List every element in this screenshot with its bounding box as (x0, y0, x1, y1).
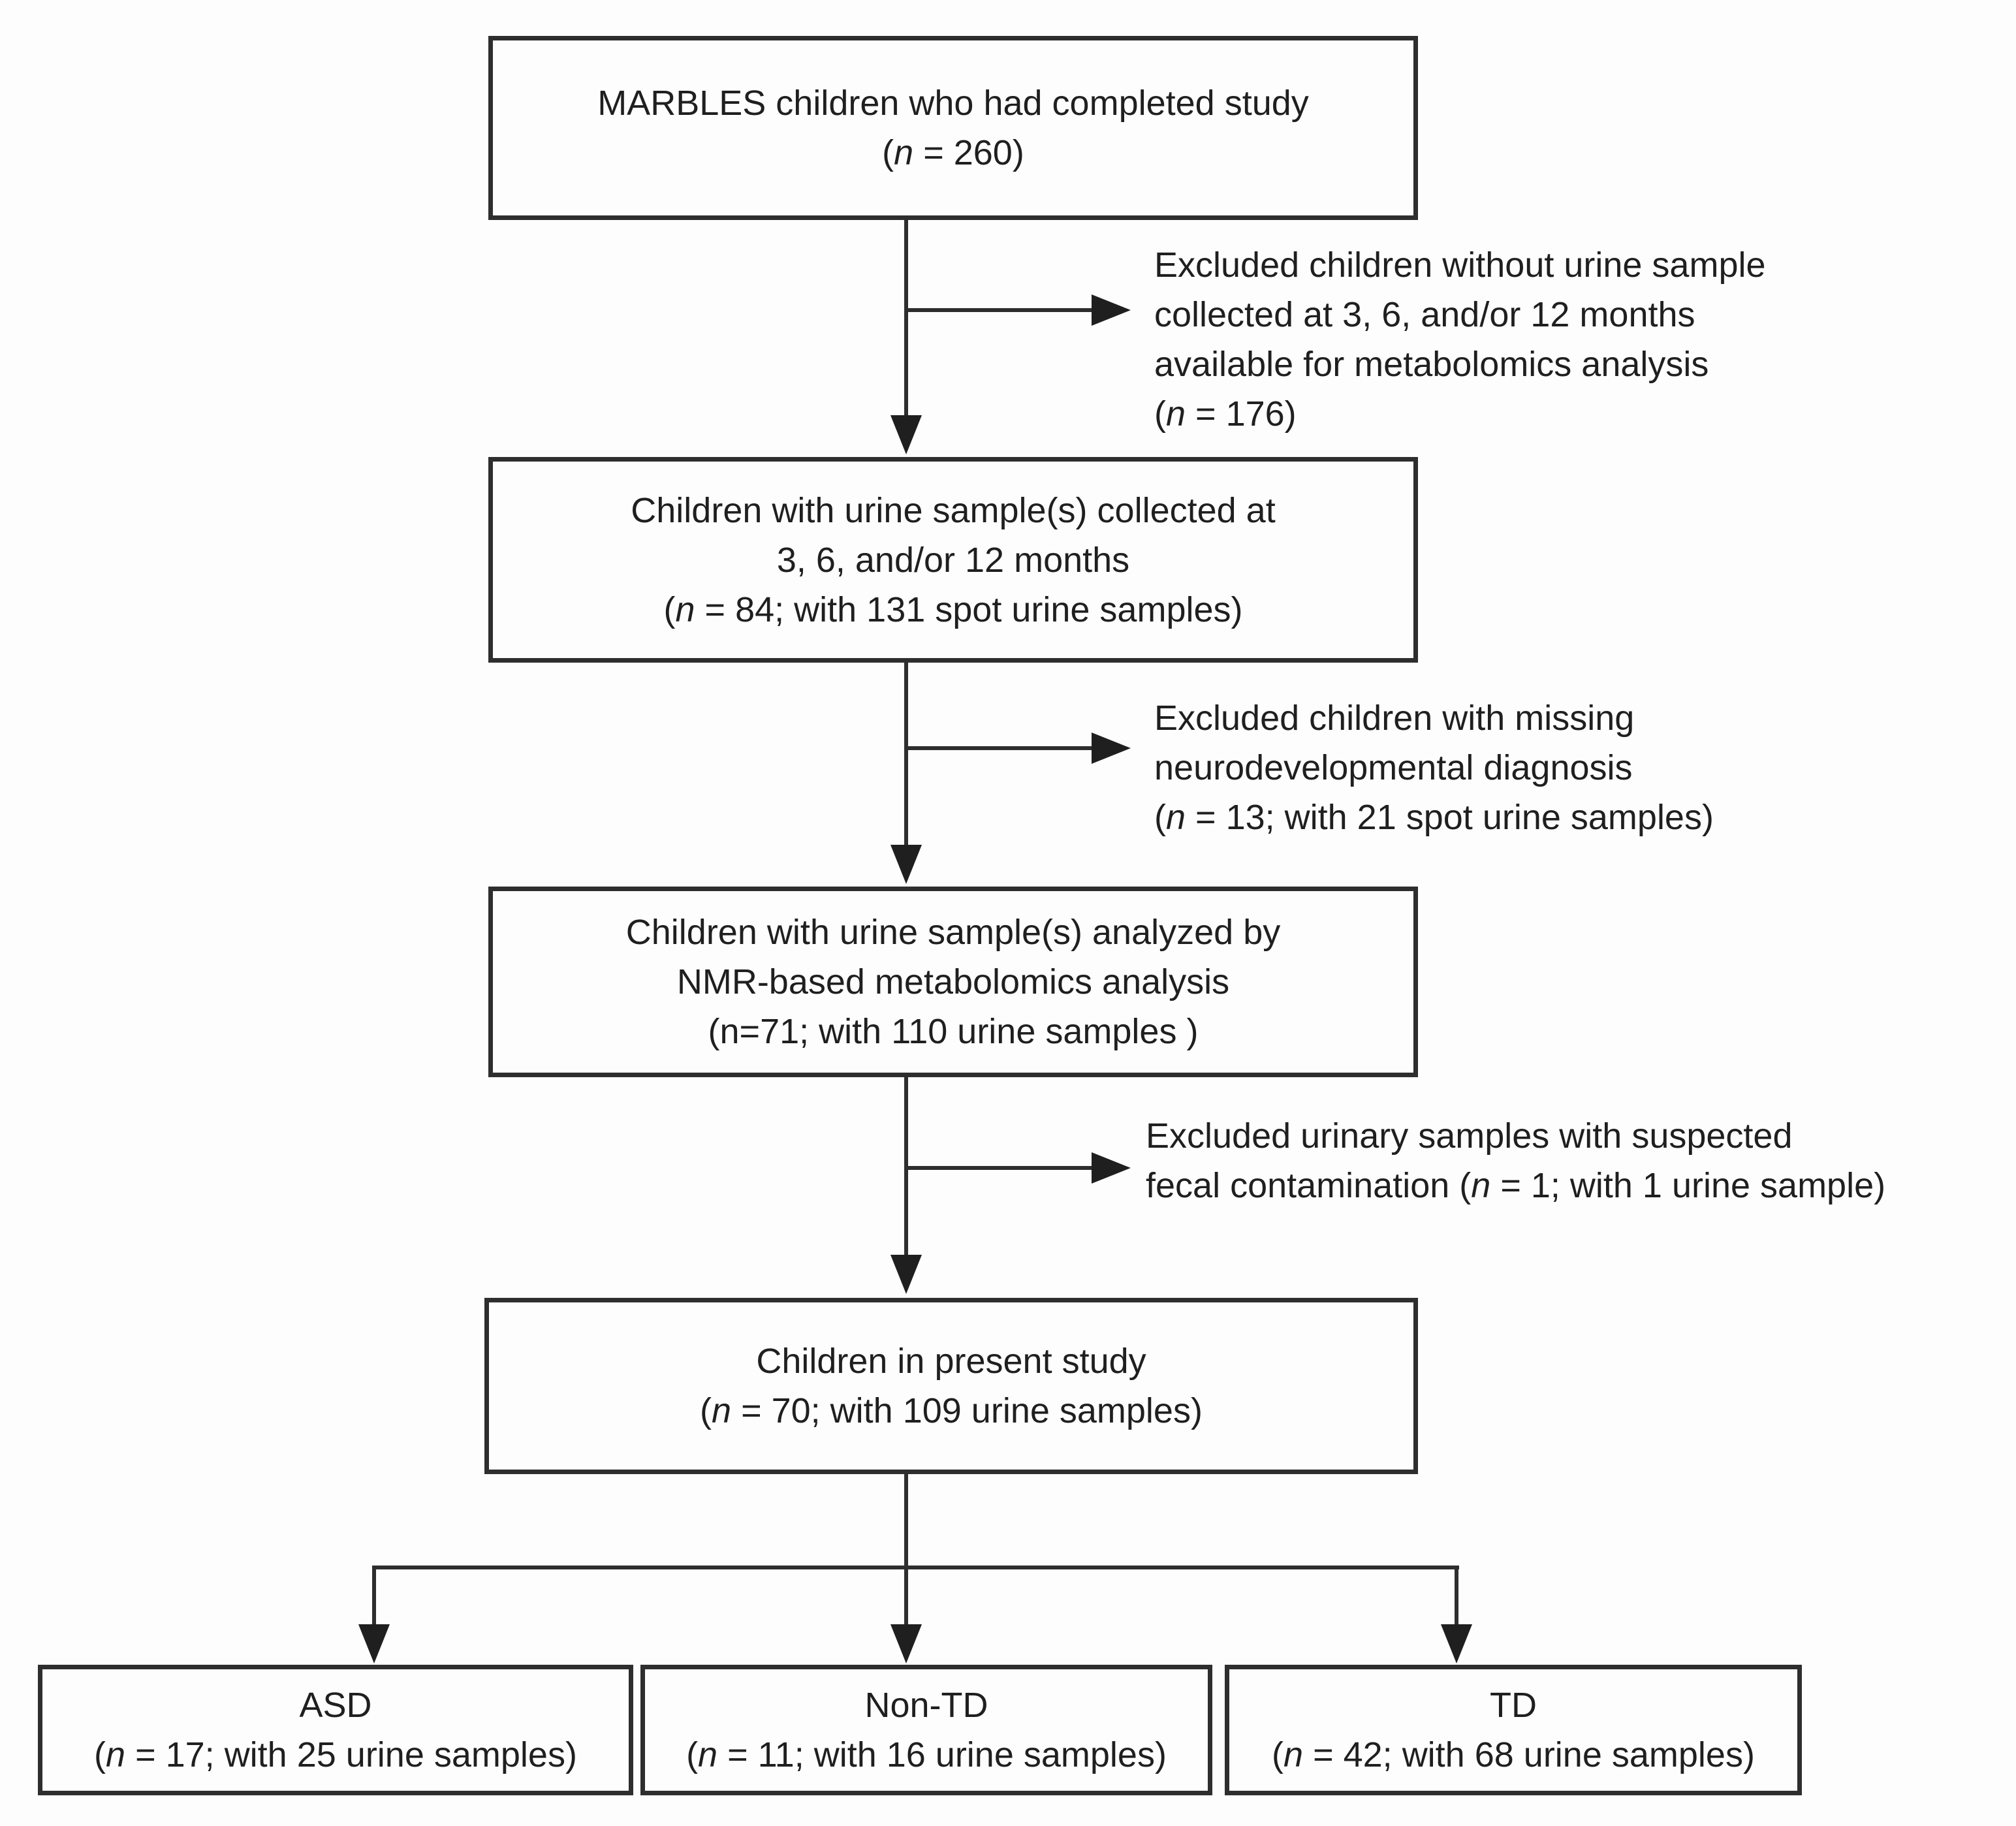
box-group-asd: ASD (n = 17; with 25 urine samples) (38, 1665, 633, 1795)
text-line: (n = 17; with 25 urine samples) (94, 1730, 577, 1780)
text-line: ASD (299, 1680, 371, 1730)
exclusion-text-missing-diagnosis: Excluded children with missing neurodevel… (1154, 693, 1714, 842)
text-line: MARBLES children who had completed study (597, 78, 1309, 128)
text-line: Children in present study (756, 1336, 1146, 1386)
text-run: ( (1154, 394, 1166, 433)
italic-n: n (712, 1391, 732, 1430)
text-line: Excluded children with missing (1154, 693, 1714, 743)
text-run: Children with urine sample(s) collected … (631, 490, 1276, 530)
arrow-head-right-2-icon (1092, 732, 1131, 764)
text-run: 3, 6, and/or 12 months (776, 540, 1130, 580)
text-line: TD (1490, 1680, 1537, 1730)
text-run: ( (1272, 1735, 1284, 1774)
italic-n: n (698, 1735, 718, 1774)
arrow-head-down-1-icon (890, 415, 922, 454)
text-run: = 260) (913, 133, 1024, 172)
text-line: 3, 6, and/or 12 months (777, 535, 1129, 585)
arrow-head-right-1-icon (1092, 294, 1131, 326)
text-line: neurodevelopmental diagnosis (1154, 743, 1714, 793)
text-line: available for metabolomics analysis (1154, 339, 1766, 389)
text-run: = 13; with 21 spot urine samples) (1186, 798, 1714, 837)
text-line: Non-TD (864, 1680, 988, 1730)
text-run: Children with urine sample(s) analyzed b… (625, 913, 1281, 952)
italic-n: n (1471, 1166, 1491, 1205)
exclusion-arrow-line-3 (904, 1166, 1094, 1170)
exclusion-text-no-urine-sample: Excluded children without urine sample co… (1154, 240, 1766, 439)
text-run: fecal contamination ( (1146, 1166, 1472, 1205)
arrow-head-down-non-td-icon (890, 1624, 922, 1663)
box-present-study: Children in present study (n = 70; with 1… (484, 1298, 1418, 1474)
text-line: (n = 84; with 131 spot urine samples) (664, 585, 1243, 635)
text-run: ( (94, 1735, 106, 1774)
text-run: ASD (299, 1686, 372, 1725)
connector-line-2 (904, 663, 908, 847)
text-run: Excluded children with missing (1154, 699, 1635, 738)
italic-n: n (1284, 1735, 1304, 1774)
box-group-non-td: Non-TD (n = 11; with 16 urine samples) (640, 1665, 1212, 1795)
text-run: available for metabolomics analysis (1154, 345, 1709, 384)
text-line: collected at 3, 6, and/or 12 months (1154, 290, 1766, 339)
text-run: = 17; with 25 urine samples) (125, 1735, 577, 1774)
italic-n: n (675, 590, 695, 629)
branch-bar-line (374, 1566, 1459, 1569)
box-marbles-total: MARBLES children who had completed study… (488, 36, 1418, 220)
text-run: collected at 3, 6, and/or 12 months (1154, 295, 1695, 334)
text-run: = 1; with 1 urine sample) (1490, 1166, 1886, 1205)
branch-line-td (1455, 1566, 1458, 1626)
text-run: = 84; with 131 spot urine samples) (695, 590, 1243, 629)
text-run: TD (1490, 1686, 1537, 1725)
text-run: Children in present study (756, 1342, 1146, 1381)
arrow-head-down-td-icon (1441, 1624, 1472, 1663)
text-line: Excluded urinary samples with suspected (1146, 1111, 1885, 1161)
connector-line-1 (904, 220, 908, 416)
text-line: (n = 70; with 109 urine samples) (700, 1386, 1203, 1436)
text-line: (n = 13; with 21 spot urine samples) (1154, 793, 1714, 842)
text-run: NMR-based metabolomics analysis (676, 962, 1230, 1001)
text-line: Children with urine sample(s) analyzed b… (626, 907, 1280, 957)
box-urine-collected: Children with urine sample(s) collected … (488, 457, 1418, 663)
text-run: Non-TD (864, 1686, 988, 1725)
italic-n: n (894, 133, 914, 172)
text-line: (n = 176) (1154, 389, 1766, 439)
exclusion-arrow-line-1 (904, 308, 1094, 312)
text-run: ( (882, 133, 894, 172)
text-line: (n = 11; with 16 urine samples) (686, 1730, 1167, 1780)
text-run: ( (1154, 798, 1166, 837)
exclusion-arrow-line-2 (904, 746, 1094, 750)
connector-line-4 (904, 1474, 908, 1569)
text-run: ( (700, 1391, 712, 1430)
text-line: NMR-based metabolomics analysis (677, 957, 1229, 1007)
text-line: (n = 260) (882, 128, 1024, 178)
arrow-head-right-3-icon (1092, 1152, 1131, 1184)
text-run: = 176) (1186, 394, 1297, 433)
text-run: Excluded urinary samples with suspected (1146, 1116, 1793, 1156)
box-nmr-analyzed: Children with urine sample(s) analyzed b… (488, 887, 1418, 1077)
arrow-head-down-2-icon (890, 845, 922, 884)
arrow-head-down-asd-icon (358, 1624, 390, 1663)
exclusion-text-fecal-contamination: Excluded urinary samples with suspected f… (1146, 1111, 1885, 1210)
text-run: ( (663, 590, 676, 629)
italic-n: n (1165, 798, 1186, 837)
text-run: = 70; with 109 urine samples) (731, 1391, 1203, 1430)
text-run: = 42; with 68 urine samples) (1303, 1735, 1755, 1774)
text-run: Excluded children without urine sample (1154, 245, 1766, 285)
text-run: ( (686, 1735, 699, 1774)
text-run: = 11; with 16 urine samples) (717, 1735, 1167, 1774)
italic-n: n (106, 1735, 126, 1774)
branch-line-asd (372, 1566, 376, 1626)
text-line: (n=71; with 110 urine samples ) (708, 1007, 1199, 1056)
text-run: neurodevelopmental diagnosis (1154, 748, 1633, 787)
text-line: Excluded children without urine sample (1154, 240, 1766, 290)
box-group-td: TD (n = 42; with 68 urine samples) (1225, 1665, 1802, 1795)
italic-n: n (1165, 394, 1186, 433)
arrow-head-down-3-icon (890, 1255, 922, 1294)
branch-line-non-td (904, 1566, 908, 1626)
text-line: (n = 42; with 68 urine samples) (1272, 1730, 1755, 1780)
text-line: fecal contamination (n = 1; with 1 urine… (1146, 1161, 1885, 1210)
text-run: (n=71; with 110 urine samples ) (708, 1012, 1199, 1051)
text-run: MARBLES children who had completed study (597, 84, 1309, 123)
text-line: Children with urine sample(s) collected … (631, 486, 1275, 535)
